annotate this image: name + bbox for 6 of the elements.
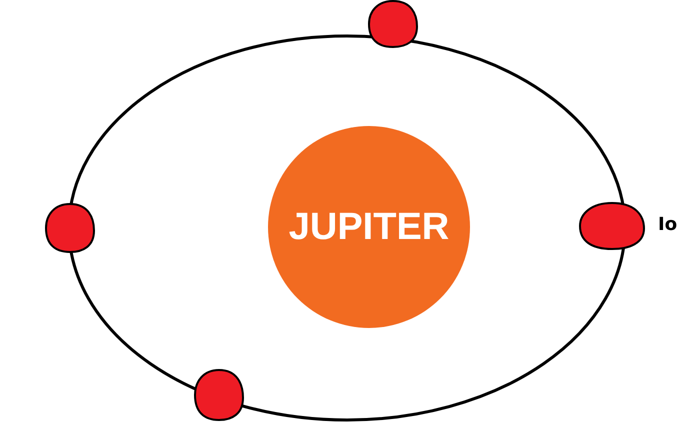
planet-label: JUPITER — [288, 206, 450, 248]
moon-shape — [367, 0, 419, 49]
moon-shape — [578, 201, 646, 251]
moon-label: Io — [658, 214, 678, 235]
moon-shape — [193, 368, 245, 422]
moon-shape — [44, 202, 96, 254]
